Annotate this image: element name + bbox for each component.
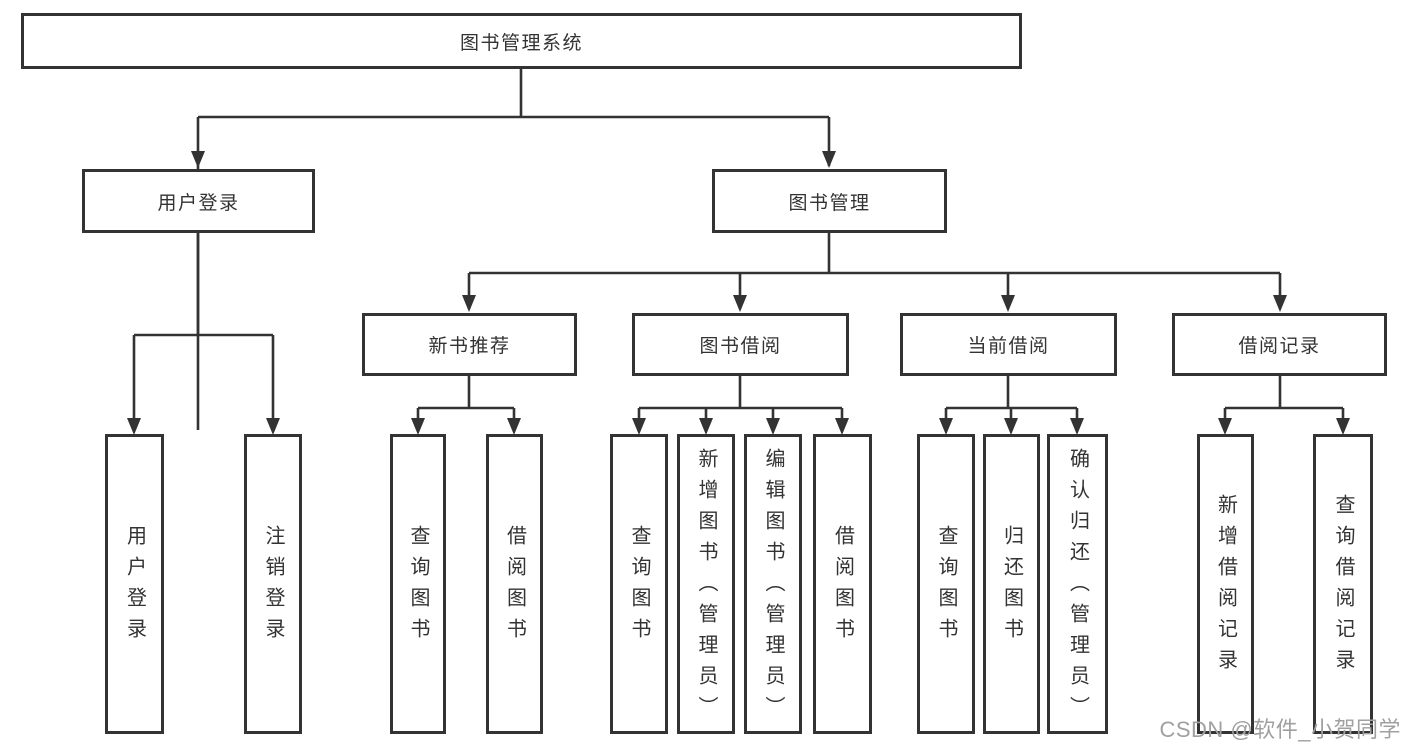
csdn-watermark: CSDN @软件_小贺同学 bbox=[1159, 717, 1401, 742]
leaf-add-borrow-record: 新增借阅记录 bbox=[1197, 434, 1254, 734]
wire-book-borrow-branch bbox=[637, 376, 844, 430]
leaf-add-books-admin: 新增图书（管理员） bbox=[677, 434, 735, 734]
node-book-management: 图书管理 bbox=[712, 169, 947, 233]
wire-borrow-records-branch bbox=[1223, 376, 1345, 430]
wire-new-recommend-branch bbox=[416, 376, 516, 430]
leaf-query-books-current: 查询图书 bbox=[917, 434, 975, 734]
node-book-borrow: 图书借阅 bbox=[632, 313, 849, 376]
leaf-query-books-borrow: 查询图书 bbox=[610, 434, 668, 734]
node-borrow-records: 借阅记录 bbox=[1172, 313, 1387, 376]
wire-root bbox=[196, 69, 831, 430]
wire-user-login-branch bbox=[132, 233, 275, 430]
leaf-return-books: 归还图书 bbox=[983, 434, 1040, 734]
leaf-logout: 注销登录 bbox=[244, 434, 302, 734]
node-current-borrow: 当前借阅 bbox=[900, 313, 1117, 376]
node-new-book-recommend: 新书推荐 bbox=[362, 313, 577, 376]
leaf-borrow-books-borrow: 借阅图书 bbox=[813, 434, 872, 734]
leaf-query-borrow-record: 查询借阅记录 bbox=[1313, 434, 1373, 734]
leaf-confirm-return-admin: 确认归还（管理员） bbox=[1047, 434, 1108, 734]
arrowheads bbox=[127, 151, 1350, 435]
wire-book-management-branch bbox=[467, 233, 1282, 309]
leaf-borrow-books-recommend: 借阅图书 bbox=[486, 434, 543, 734]
node-user-login-branch: 用户登录 bbox=[82, 169, 315, 233]
leaf-user-login: 用户登录 bbox=[105, 434, 164, 734]
leaf-edit-books-admin: 编辑图书（管理员） bbox=[744, 434, 802, 734]
node-library-system: 图书管理系统 bbox=[21, 13, 1022, 69]
leaf-query-books-recommend: 查询图书 bbox=[390, 434, 446, 734]
